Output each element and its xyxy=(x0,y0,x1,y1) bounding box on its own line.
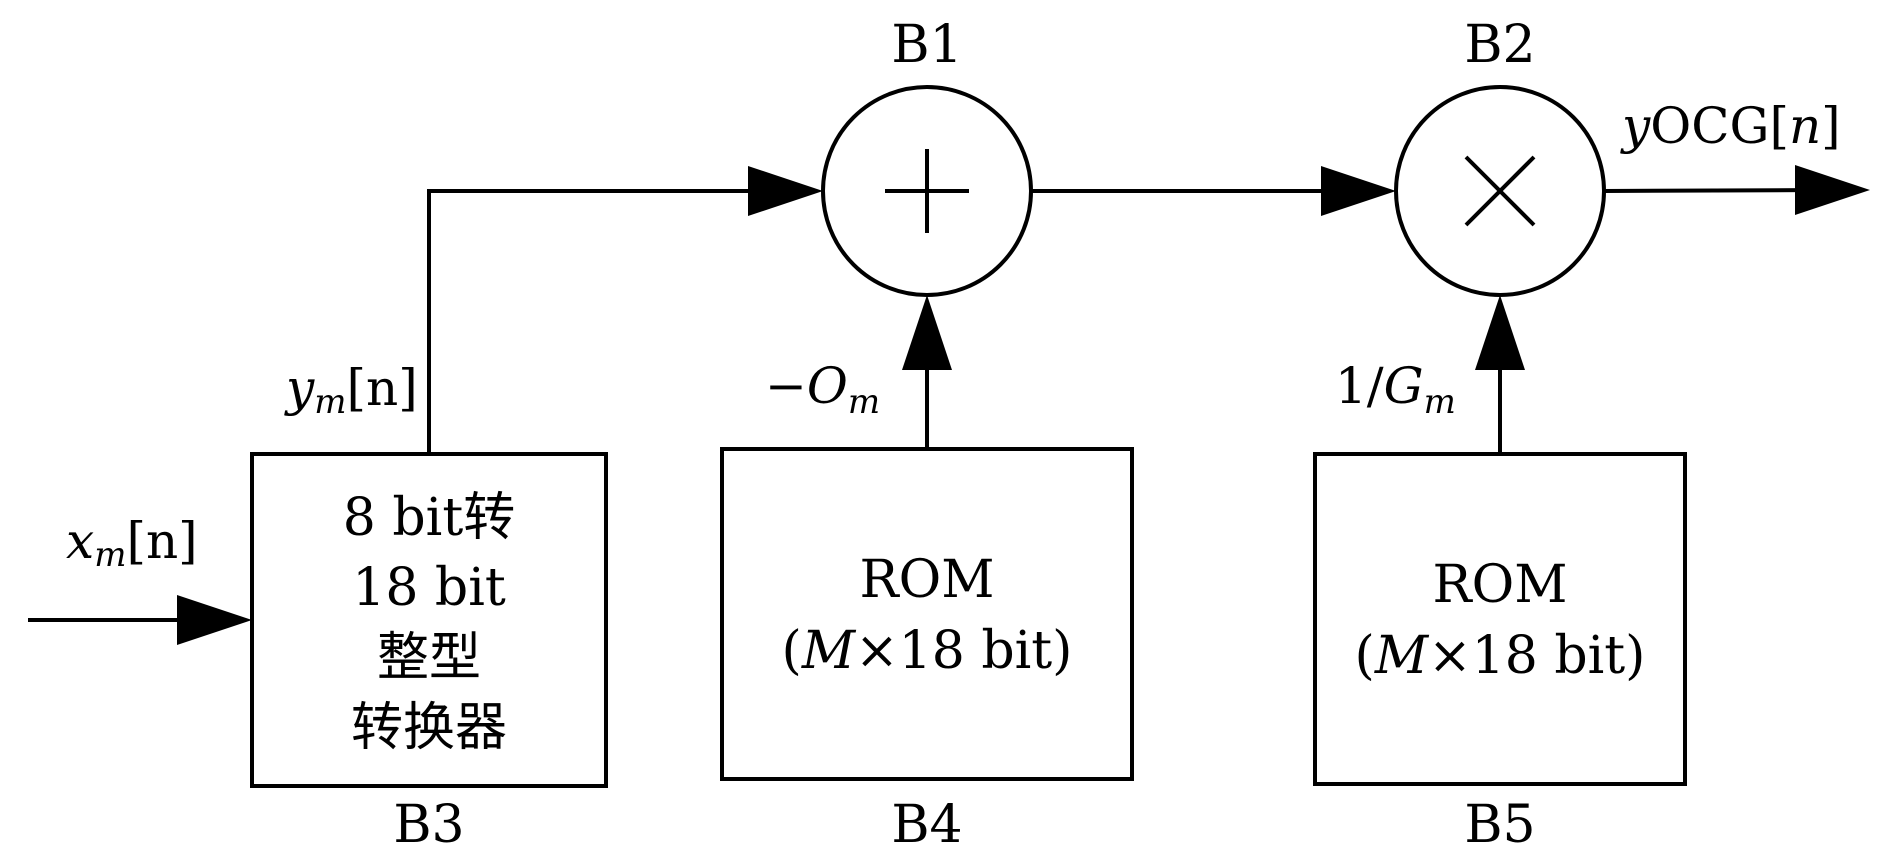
output-wire xyxy=(1603,188,1821,193)
output-signal-label: yOCG[n] xyxy=(1620,97,1841,155)
rom-offset-size: (M×18 bit) xyxy=(782,621,1073,681)
block-id-b3: B3 xyxy=(393,795,464,855)
converted-wire xyxy=(427,189,770,454)
offset-signal-label: −Om xyxy=(765,357,880,422)
output-arrowhead xyxy=(1795,165,1870,215)
converter-line-2: 18 bit xyxy=(352,558,506,618)
converted-arrowhead xyxy=(748,166,823,216)
converter-line-3: 整型 xyxy=(377,628,481,688)
converter-line-4: 转换器 xyxy=(351,698,507,758)
multiplier-cross-b xyxy=(1464,155,1536,227)
rom-gain-block xyxy=(1313,452,1687,786)
block-id-b2: B2 xyxy=(1464,15,1535,75)
rom-offset-block xyxy=(720,447,1134,781)
gain-arrowhead xyxy=(1475,295,1525,370)
rom-gain-title: ROM xyxy=(1432,555,1567,615)
input-arrowhead xyxy=(177,595,252,645)
converter-line-1: 8 bit转 xyxy=(343,488,515,548)
sum-arrowhead xyxy=(1321,166,1396,216)
converted-signal-label: ym[n] xyxy=(284,359,418,422)
block-id-b4: B4 xyxy=(891,795,962,855)
gain-signal-label: 1/Gm xyxy=(1335,357,1456,422)
offset-arrowhead xyxy=(902,295,952,370)
block-id-b1: B1 xyxy=(891,15,962,75)
converter-block xyxy=(250,452,608,788)
block-id-b5: B5 xyxy=(1464,795,1535,855)
rom-gain-size: (M×18 bit) xyxy=(1355,626,1646,686)
rom-offset-title: ROM xyxy=(859,550,994,610)
input-signal-label: xm[n] xyxy=(66,512,198,575)
